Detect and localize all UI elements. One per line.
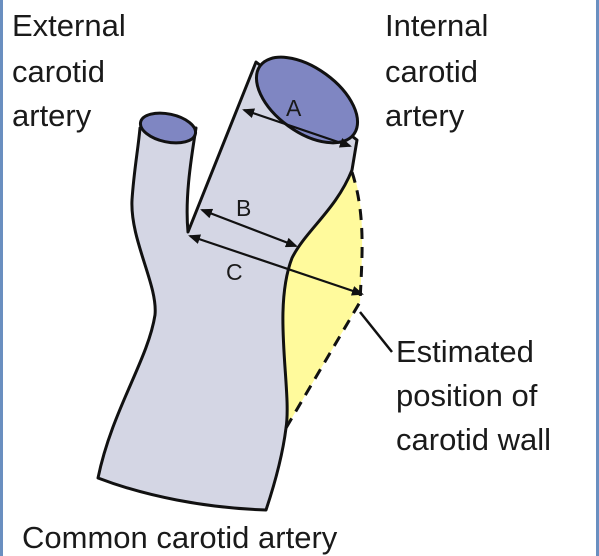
external-carotid-label-line3: artery xyxy=(12,98,92,133)
measurement-a-label: A xyxy=(286,95,302,121)
estimated-wall-label-line3: carotid wall xyxy=(396,422,551,457)
external-carotid-label-line1: External xyxy=(12,8,126,43)
external-carotid-label-line2: carotid xyxy=(12,54,105,89)
internal-carotid-label-line3: artery xyxy=(385,98,465,133)
estimated-wall-label-line2: position of xyxy=(396,378,538,413)
common-carotid-label: Common carotid artery xyxy=(22,520,338,555)
estimated-wall-leader xyxy=(360,312,392,352)
internal-carotid-label-line2: carotid xyxy=(385,54,478,89)
measurement-b-label: B xyxy=(236,195,251,221)
internal-carotid-label-line1: Internal xyxy=(385,8,488,43)
measurement-c-label: C xyxy=(226,259,243,285)
estimated-wall-label-line1: Estimated xyxy=(396,334,534,369)
